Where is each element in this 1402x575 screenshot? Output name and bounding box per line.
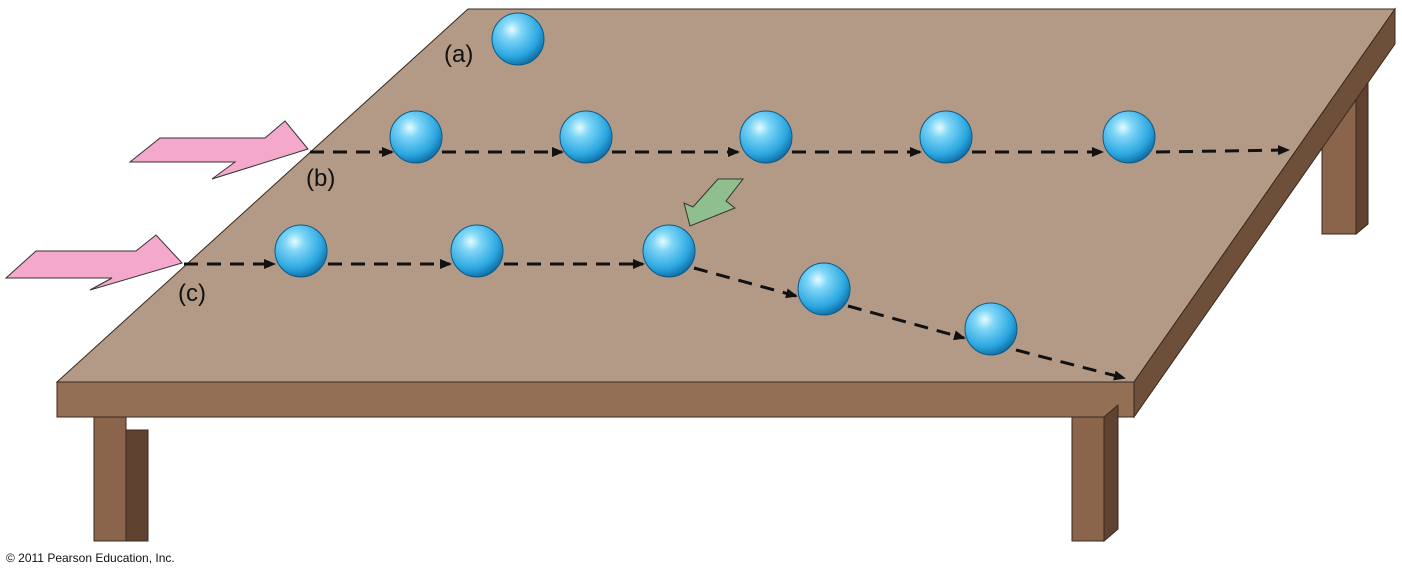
ball-b-1: [389, 110, 443, 164]
table-front-edge: [56, 381, 1135, 418]
table-right-edge: [1133, 7, 1396, 419]
ball-b-5: [1102, 110, 1156, 164]
label-c: (c): [178, 280, 206, 307]
path-b: [310, 145, 1290, 157]
table-leg-front-left: [93, 416, 149, 542]
ball-a: [491, 12, 545, 66]
kick-arrow: [683, 178, 745, 227]
ball-b-3: [739, 110, 793, 164]
table-leg-front-right: [1071, 403, 1119, 543]
push-arrow-b: [128, 120, 309, 180]
label-a: (a): [444, 41, 473, 68]
label-b: (b): [306, 165, 335, 192]
ball-c-4: [797, 262, 851, 316]
ball-c-1: [274, 224, 328, 278]
ball-c-3: [642, 224, 696, 278]
ball-b-4: [919, 110, 973, 164]
path-c: [184, 259, 1126, 381]
ball-c-5: [964, 302, 1018, 356]
push-arrow-c: [4, 234, 183, 291]
ball-c-2: [450, 224, 504, 278]
ball-b-2: [559, 110, 613, 164]
copyright-notice: © 2011 Pearson Education, Inc.: [6, 551, 175, 565]
